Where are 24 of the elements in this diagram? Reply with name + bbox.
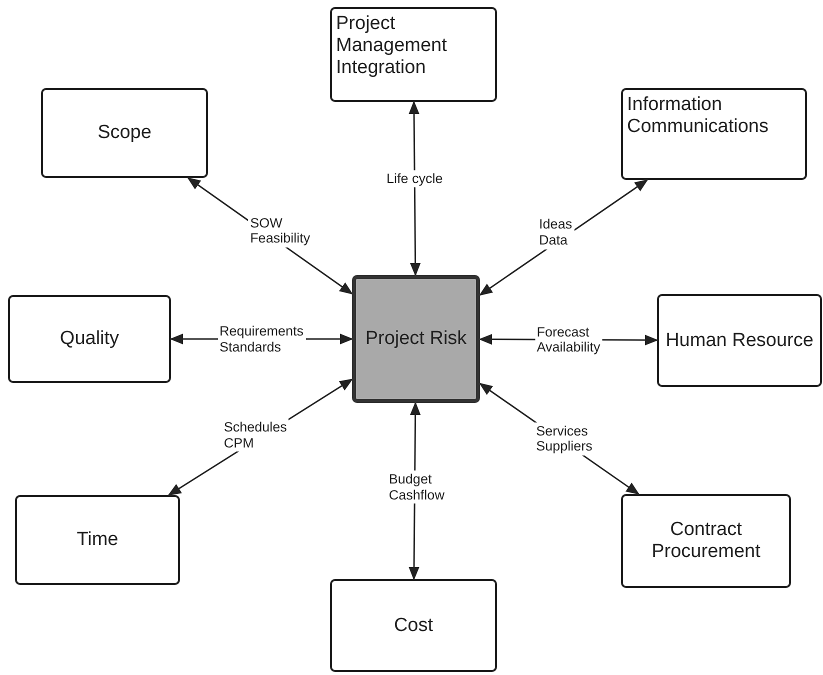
topic-box <box>41 88 208 178</box>
topic-box <box>621 494 791 588</box>
node-label: Time <box>76 529 118 551</box>
node-label: Project Management Integration <box>336 13 448 79</box>
node-label: Information Communications <box>627 94 770 138</box>
edge-label: Life cycle <box>384 170 445 188</box>
topic-box <box>8 295 171 383</box>
topic-box <box>15 495 180 585</box>
node-label: Project Risk <box>365 328 467 350</box>
topic-box <box>621 88 807 180</box>
edge-label: Services Suppliers <box>534 422 594 456</box>
topic-box <box>657 294 822 387</box>
central-box <box>352 275 480 403</box>
node-label: Contract Procurement <box>650 519 762 563</box>
edge-label: Schedules CPM <box>222 418 289 452</box>
edge-label: Budget Cashflow <box>386 470 446 504</box>
node-label: Cost <box>394 614 434 636</box>
node-label: Scope <box>98 122 152 144</box>
topic-box <box>330 579 497 672</box>
node-label: Human Resource <box>666 330 814 352</box>
node-label: Quality <box>60 328 120 350</box>
topic-box <box>330 7 497 102</box>
edge-label: Ideas Data <box>537 216 574 249</box>
arrow <box>408 100 421 276</box>
